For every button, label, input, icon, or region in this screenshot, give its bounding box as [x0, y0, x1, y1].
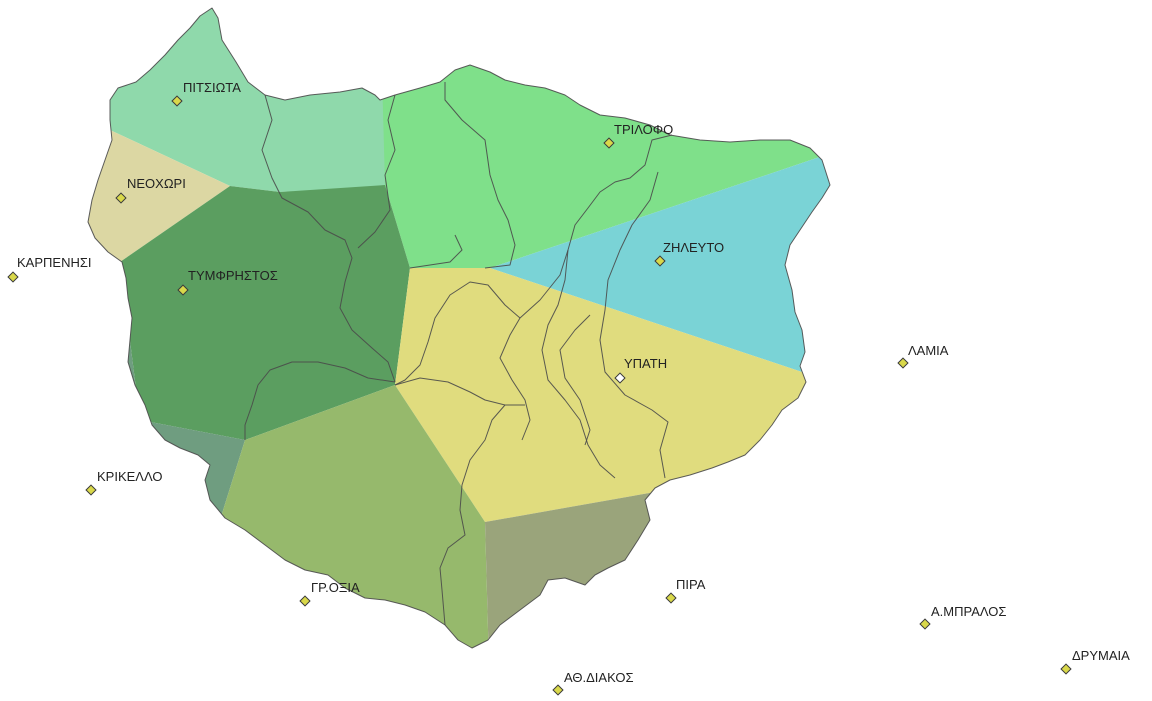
station-label: ΝΕΟΧΩΡΙ: [127, 176, 186, 191]
station-marker-icon: [552, 684, 564, 696]
subbasin-line: [394, 281, 521, 386]
station-amplalos: Α.ΜΠΡΑΛΟΣ: [919, 604, 1006, 630]
station-label: ΠΙΡΑ: [676, 577, 706, 592]
station-krikello: ΚΡΙΚΕΛΛΟ: [85, 469, 163, 496]
station-marker-icon: [177, 284, 189, 296]
station-marker-icon: [603, 137, 615, 149]
station-marker-icon: [654, 255, 666, 267]
station-marker-icon: [7, 271, 19, 283]
station-label: ΓΡ.ΟΞΙΑ: [311, 580, 360, 595]
station-pitsiota: ΠΙΤΣΙΩΤΑ: [171, 80, 241, 107]
station-marker-icon: [665, 592, 677, 604]
subbasin-line: [261, 94, 396, 383]
basin-outline: [87, 7, 831, 649]
station-label: Α.ΜΠΡΑΛΟΣ: [931, 604, 1006, 619]
station-trilofo: ΤΡΙΛΟΦΟ: [603, 122, 673, 149]
subbasin-line: [499, 249, 569, 441]
station-label: ΛΑΜΙΑ: [908, 343, 949, 358]
station-ypati: ΥΠΑΤΗ: [614, 356, 667, 384]
subbasin-line: [244, 361, 396, 440]
subbasin-line: [599, 171, 669, 479]
station-marker-icon: [919, 618, 931, 630]
thiessen-zones: [88, 8, 830, 648]
station-marker-icon: [115, 192, 127, 204]
station-karpenisi: ΚΑΡΠΕΝΗΣΙ: [7, 255, 92, 283]
station-label: ΤΥΜΦΡΗΣΤΟΣ: [188, 268, 278, 283]
station-marker-icon: [171, 95, 183, 107]
station-pira: ΠΙΡΑ: [665, 577, 706, 604]
station-label: ΥΠΑΤΗ: [624, 356, 667, 371]
stations-layer: ΠΙΤΣΙΩΤΑ ΝΕΟΧΩΡΙ ΚΑΡΠΕΝΗΣΙ ΤΥΜΦΡΗΣΤΟΣ ΤΡΙΛΟΦ…: [7, 80, 1130, 696]
subbasin-line: [444, 82, 516, 269]
subbasin-line: [439, 404, 506, 626]
subbasin-line: [409, 234, 463, 269]
station-label: ΠΙΤΣΙΩΤΑ: [183, 80, 241, 95]
station-drymaia: ΔΡΥΜΑΙΑ: [1060, 648, 1130, 675]
station-label: ΚΡΙΚΕΛΛΟ: [97, 469, 163, 484]
station-marker-icon: [897, 357, 909, 369]
station-marker-icon: [1060, 663, 1072, 675]
station-marker-icon: [85, 484, 97, 496]
station-groxia: ΓΡ.ΟΞΙΑ: [299, 580, 360, 607]
station-marker-icon: [614, 372, 626, 384]
zone-pira: [485, 490, 830, 648]
subbasin-line: [357, 94, 396, 249]
station-lamia: ΛΑΜΙΑ: [897, 343, 949, 369]
station-label: ΚΑΡΠΕΝΗΣΙ: [17, 255, 92, 270]
zone-tymfristos: [120, 185, 410, 440]
subbasin-line: [559, 314, 591, 446]
station-zilefto: ΖΗΛΕΥΤΟ: [654, 240, 724, 267]
station-label: ΤΡΙΛΟΦΟ: [614, 122, 673, 137]
subbasin-line: [541, 134, 673, 479]
station-label: ΑΘ.ΔΙΑΚΟΣ: [564, 670, 634, 685]
station-neochori: ΝΕΟΧΩΡΙ: [115, 176, 186, 204]
subbasin-boundaries: [87, 7, 831, 649]
station-tymfristos: ΤΥΜΦΡΗΣΤΟΣ: [177, 268, 278, 296]
station-label: ΖΗΛΕΥΤΟ: [663, 240, 724, 255]
station-label: ΔΡΥΜΑΙΑ: [1072, 648, 1130, 663]
station-marker-icon: [299, 595, 311, 607]
station-athdiakos: ΑΘ.ΔΙΑΚΟΣ: [552, 670, 634, 696]
